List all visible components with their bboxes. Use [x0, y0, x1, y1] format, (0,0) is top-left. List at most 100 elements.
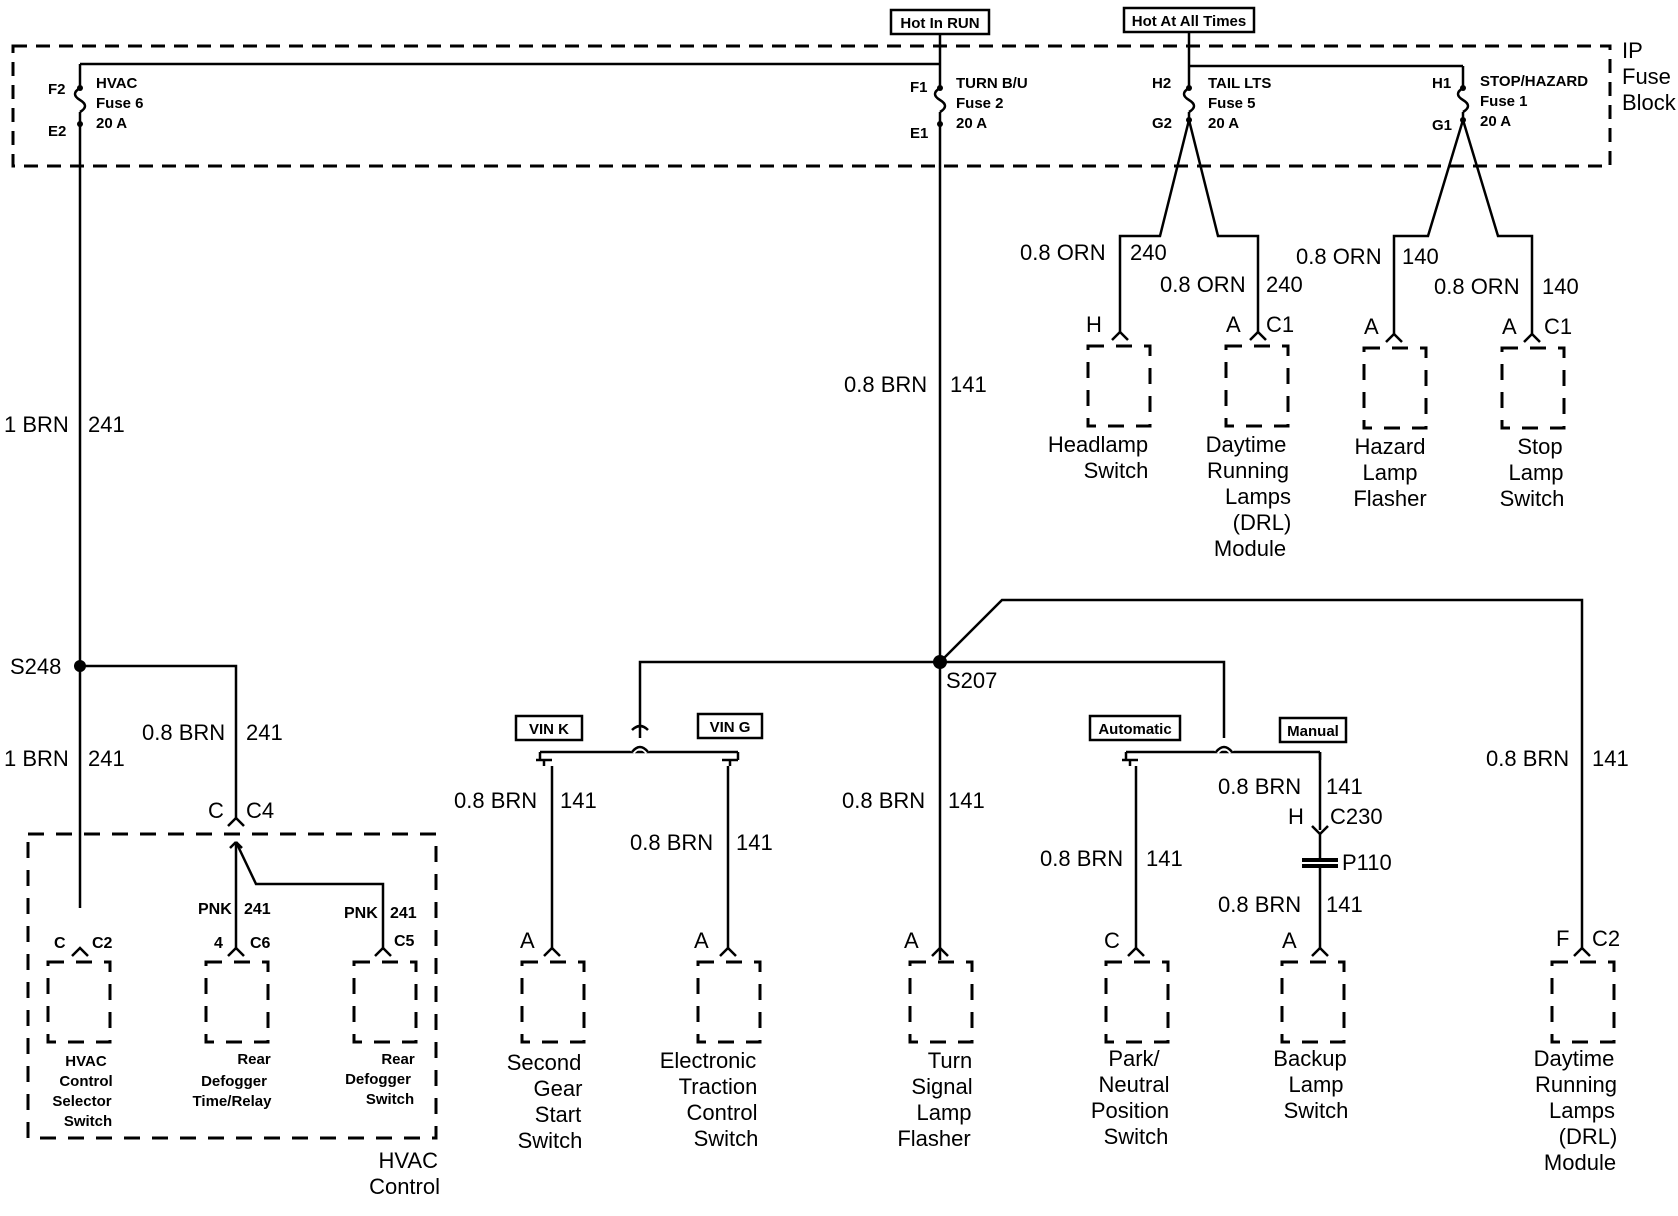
hot-in-run-tag: Hot In RUN: [889, 8, 991, 36]
fuse-hvac-top-pin: F2: [48, 81, 66, 98]
second-gear-start-switch: A Second Gear Start Switch: [507, 928, 586, 1153]
defog-switch-label-1: Rear: [381, 1051, 415, 1068]
etc-label-1: Electronic: [660, 1048, 757, 1073]
hazard-label-3: Flasher: [1353, 486, 1426, 511]
wire-pnk-b-color: PNK: [344, 905, 378, 922]
fuse-hvac-name: HVAC: [96, 75, 138, 92]
drl-top-pin: A: [1226, 312, 1241, 337]
drl-top-label-5: Module: [1214, 536, 1286, 561]
headlamp-pin: H: [1086, 312, 1102, 337]
wire-141-backup-b-circuit: 141: [1326, 892, 1363, 917]
backup-label-1: Backup: [1273, 1046, 1346, 1071]
splice-s207-label: S207: [946, 668, 997, 693]
hazard-label-2: Lamp: [1362, 460, 1417, 485]
wire-241-color-upper: 1 BRN: [4, 412, 69, 437]
fuse-stop-name: STOP/HAZARD: [1480, 73, 1588, 90]
drl-module-lower: F C2 Daytime Running Lamps (DRL) Module: [1534, 926, 1620, 1175]
fuse-tail-name: TAIL LTS: [1208, 75, 1271, 92]
wire-141-drl-circuit: 141: [1592, 746, 1629, 771]
fuse-turn-number: Fuse 2: [956, 95, 1004, 112]
defog-timer-label-2: Defogger: [201, 1073, 267, 1090]
automatic-tag: Automatic: [1088, 714, 1182, 742]
wire-241-color-lower: 1 BRN: [4, 746, 69, 771]
backup-label-3: Switch: [1284, 1098, 1349, 1123]
turn-flasher-label-3: Lamp: [916, 1100, 971, 1125]
drl-bottom-label-4: (DRL): [1559, 1124, 1618, 1149]
c230-pin: H: [1288, 804, 1304, 829]
wire-pnk-a-color: PNK: [198, 901, 232, 918]
drl-top-label-2: Running: [1207, 458, 1289, 483]
stoplamp-connector: C1: [1544, 314, 1572, 339]
fuse-hvac-number: Fuse 6: [96, 95, 144, 112]
wire-141-turn-color: 0.8 BRN: [842, 788, 925, 813]
vin-k-tag: VIN K: [514, 714, 584, 742]
hvac-control-label-2: Control: [369, 1174, 440, 1199]
etc-pin: A: [694, 928, 709, 953]
wire-141-turn-circuit: 141: [948, 788, 985, 813]
fuse-stop-top-pin: H1: [1432, 75, 1451, 92]
hvac-selector-label-1: HVAC: [65, 1053, 107, 1070]
turn-flasher-label-2: Signal: [911, 1074, 972, 1099]
defog-timer-label-3: Time/Relay: [193, 1093, 273, 1110]
defog-c6-connector: C6: [250, 935, 271, 952]
hot-at-all-times-tag: Hot At All Times: [1122, 6, 1256, 34]
hvac-control-selector-switch: C C2 HVAC Control Selector Switch: [46, 935, 113, 1130]
fuse-stop-rating: 20 A: [1480, 113, 1511, 130]
wire-241-circuit-upper: 241: [88, 412, 125, 437]
backup-pin: A: [1282, 928, 1297, 953]
wire-241-08brn-circuit: 241: [246, 720, 283, 745]
rear-defogger-switch: C5 Rear Defogger Switch: [345, 933, 418, 1108]
drl-bottom-pin: F: [1556, 926, 1569, 951]
wire-141-backup-a-circuit: 141: [1326, 774, 1363, 799]
backup-lamp-switch: A Backup Lamp Switch: [1273, 928, 1348, 1123]
turn-signal-lamp-flasher: A Turn Signal Lamp Flasher: [897, 928, 974, 1151]
stoplamp-label-3: Switch: [1500, 486, 1565, 511]
ip-fuse-block-outline: [11, 44, 1612, 168]
park-neutral-position-switch: C Park/ Neutral Position Switch: [1091, 928, 1170, 1149]
wire-141-park-color: 0.8 BRN: [1040, 846, 1123, 871]
drl-bottom-label-1: Daytime: [1534, 1046, 1615, 1071]
second-gear-label-3: Start: [535, 1102, 581, 1127]
wire-pnk-b-circuit: 241: [390, 905, 417, 922]
headlamp-switch: H Headlamp Switch: [1048, 312, 1152, 483]
etc-label-3: Control: [687, 1100, 758, 1125]
fuse-stop-bottom-pin: G1: [1432, 117, 1452, 134]
hvac-selector-label-2: Control: [59, 1073, 112, 1090]
fuse-tail-number: Fuse 5: [1208, 95, 1256, 112]
stoplamp-pin: A: [1502, 314, 1517, 339]
wire-240-a-circuit: 240: [1130, 240, 1167, 265]
wire-141-etc-color: 0.8 BRN: [630, 830, 713, 855]
turn-flasher-label-4: Flasher: [897, 1126, 970, 1151]
hvac-selector-label-3: Selector: [52, 1093, 111, 1110]
p110-label: P110: [1342, 850, 1392, 875]
second-gear-label-1: Second: [507, 1050, 582, 1075]
manual-text: Manual: [1287, 723, 1339, 740]
hvac-selector-label-4: Switch: [64, 1113, 112, 1130]
second-gear-label-4: Switch: [518, 1128, 583, 1153]
fuse-turn-top-pin: F1: [910, 79, 928, 96]
c230-connector: C230: [1330, 804, 1383, 829]
backup-label-2: Lamp: [1288, 1072, 1343, 1097]
hvac-c2-connector: C2: [92, 935, 113, 952]
fuse-hvac-rating: 20 A: [96, 115, 127, 132]
hot-in-run-text: Hot In RUN: [900, 15, 979, 32]
drl-top-label-1: Daytime: [1206, 432, 1287, 457]
defog-c6-pin: 4: [214, 935, 223, 952]
drl-top-connector: C1: [1266, 312, 1294, 337]
drl-bottom-label-2: Running: [1535, 1072, 1617, 1097]
hazard-pin: A: [1364, 314, 1379, 339]
fuse-hvac-bottom-pin: E2: [48, 123, 66, 140]
defog-timer-label-1: Rear: [237, 1051, 271, 1068]
wire-240-b-circuit: 240: [1266, 272, 1303, 297]
ip-fuse-block-label: IP Fuse Block: [1622, 38, 1677, 115]
wire-141-main-circuit: 141: [950, 372, 987, 397]
wire-141-etc-circuit: 141: [736, 830, 773, 855]
hvac-control-outline: [26, 832, 438, 1140]
wire-140-b-color: 0.8 ORN: [1434, 274, 1520, 299]
drl-bottom-connector: C2: [1592, 926, 1620, 951]
splice-s248-label: S248: [10, 654, 61, 679]
vin-k-text: VIN K: [529, 721, 569, 738]
hazard-lamp-flasher: A Hazard Lamp Flasher: [1353, 314, 1428, 511]
fuse-turn: F1 E1 TURN B/U Fuse 2 20 A: [910, 64, 1028, 142]
park-label-2: Neutral: [1099, 1072, 1170, 1097]
